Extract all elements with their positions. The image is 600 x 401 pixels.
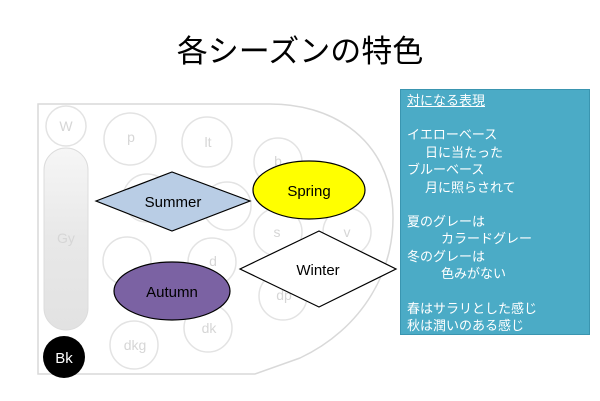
panel-spacer xyxy=(407,197,589,214)
contrast-panel: 対になる表現 イエローベース 日に当たった ブルーベース 月に照らされて 夏のグ… xyxy=(400,89,590,335)
panel-line-autumn-feel: 秋は潤いのある感じ xyxy=(407,319,525,335)
spring-ellipse xyxy=(252,160,366,220)
winter-label: Winter xyxy=(296,262,339,279)
panel-line-no-hue: 色みがない xyxy=(441,267,507,283)
tone-circle-p xyxy=(103,112,157,166)
tone-circle-lt xyxy=(181,116,233,168)
page-title: 各シーズンの特色 xyxy=(176,34,424,70)
tone-label-s: s xyxy=(274,224,281,240)
tone-label-p: p xyxy=(127,129,135,145)
panel-line-blue-base: ブルーベース xyxy=(407,163,485,179)
summer-label: Summer xyxy=(145,194,202,211)
tone-label-lt: lt xyxy=(205,134,212,150)
summer-diamond xyxy=(94,171,252,232)
tone-label-gy: Gy xyxy=(57,230,75,246)
tone-label-b: b xyxy=(274,153,282,169)
panel-line-summer-gray: 夏のグレーは xyxy=(407,215,486,231)
tone-label-dkg: dkg xyxy=(124,337,147,353)
gray-bar xyxy=(43,147,89,331)
panel-spacer xyxy=(407,110,589,127)
tone-circle-dkg xyxy=(109,320,159,370)
tone-circle-bk xyxy=(43,336,85,378)
winter-diamond xyxy=(238,230,398,308)
tone-label-w: W xyxy=(59,118,73,134)
panel-spacer xyxy=(407,284,589,301)
tone-label-d: d xyxy=(209,253,217,269)
tone-label-dk: dk xyxy=(202,320,218,336)
tone-circle-w xyxy=(45,105,87,147)
panel-heading: 対になる表現 xyxy=(407,94,486,109)
panel-line-sunlit: 日に当たった xyxy=(425,145,504,161)
panel-line-winter-gray: 冬のグレーは xyxy=(407,249,486,265)
autumn-ellipse xyxy=(113,261,231,321)
tone-label-v: v xyxy=(344,224,351,240)
autumn-label: Autumn xyxy=(146,284,198,301)
panel-line-yellow-base: イエローベース xyxy=(407,128,498,144)
spring-label: Spring xyxy=(287,183,330,200)
tone-label-bk: Bk xyxy=(55,350,73,367)
tone-map-outline xyxy=(37,103,394,375)
panel-line-colored-gray: カラードグレー xyxy=(441,232,533,248)
panel-line-spring-feel: 春はサラリとした感じ xyxy=(407,301,538,317)
panel-line-moonlit: 月に照らされて xyxy=(425,180,516,196)
